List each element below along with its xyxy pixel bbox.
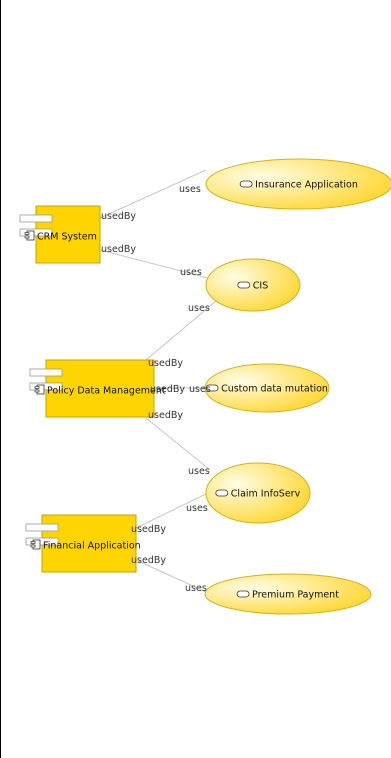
component-tab: [25, 537, 59, 546]
service-ellipse[interactable]: [204, 573, 372, 615]
component-tab: [19, 214, 53, 223]
component-fin[interactable]: Financial Application: [25, 514, 141, 573]
component-icon: [30, 539, 41, 550]
service-label: Claim InfoServ: [231, 489, 301, 500]
relation-target-label: uses: [179, 184, 201, 195]
relation-source-label: usedBy: [148, 358, 183, 369]
relation-line[interactable]: [145, 417, 211, 471]
relation-line[interactable]: [135, 491, 211, 529]
component-label: Policy Data Management: [47, 386, 166, 397]
component-box[interactable]: [45, 359, 155, 418]
relation-labels-layer: usedBy uses usedBy uses usedBy uses usedBy uses…: [101, 184, 211, 594]
relation-target-label: uses: [186, 503, 208, 514]
relation-source-label: usedBy: [131, 524, 166, 535]
component-icon: [34, 384, 45, 395]
service-ellipse[interactable]: [205, 158, 391, 210]
relation-target-label: uses: [180, 267, 202, 278]
relation-line[interactable]: [99, 249, 209, 279]
service-icon: [236, 590, 250, 598]
component-crm[interactable]: CRM System: [19, 205, 101, 264]
component-tab: [19, 228, 53, 237]
service-ellipse[interactable]: [205, 462, 311, 524]
service-ins[interactable]: Insurance Application: [205, 158, 391, 210]
service-icon: [205, 384, 219, 392]
service-ellipse[interactable]: [205, 258, 301, 312]
service-icon: [215, 489, 229, 497]
service-icon: [239, 180, 253, 188]
component-tab: [29, 368, 63, 377]
relation-target-label: uses: [185, 583, 207, 594]
component-icon: [24, 230, 35, 241]
service-pre[interactable]: Premium Payment: [204, 573, 372, 615]
component-tab: [25, 523, 59, 532]
service-cis[interactable]: CIS: [205, 258, 301, 312]
component-tab: [29, 382, 63, 391]
relation-target-label: uses: [188, 303, 210, 314]
relation-source-label: usedBy: [101, 244, 136, 255]
relation-line[interactable]: [99, 169, 207, 219]
relation-line[interactable]: [145, 295, 223, 361]
component-label: Financial Application: [43, 541, 141, 552]
service-cdm[interactable]: Custom data mutation: [204, 363, 330, 413]
relation-source-label: usedBy: [131, 555, 166, 566]
service-label: Insurance Application: [255, 180, 358, 191]
service-label: CIS: [253, 281, 268, 292]
relation-source-label: usedBy: [150, 384, 185, 395]
service-label: Custom data mutation: [221, 384, 328, 395]
component-label: CRM System: [37, 232, 97, 243]
service-label: Premium Payment: [252, 590, 339, 601]
relation-line[interactable]: [135, 559, 207, 593]
relations-layer: [99, 169, 223, 593]
relation-target-label: uses: [188, 466, 210, 477]
relation-target-label: uses: [189, 384, 211, 395]
service-cli[interactable]: Claim InfoServ: [205, 462, 311, 524]
component-pdm[interactable]: Policy Data Management: [29, 359, 166, 418]
relation-source-label: usedBy: [101, 211, 136, 222]
relation-source-label: usedBy: [148, 410, 183, 421]
service-ellipse[interactable]: [204, 363, 330, 413]
service-icon: [237, 281, 251, 289]
